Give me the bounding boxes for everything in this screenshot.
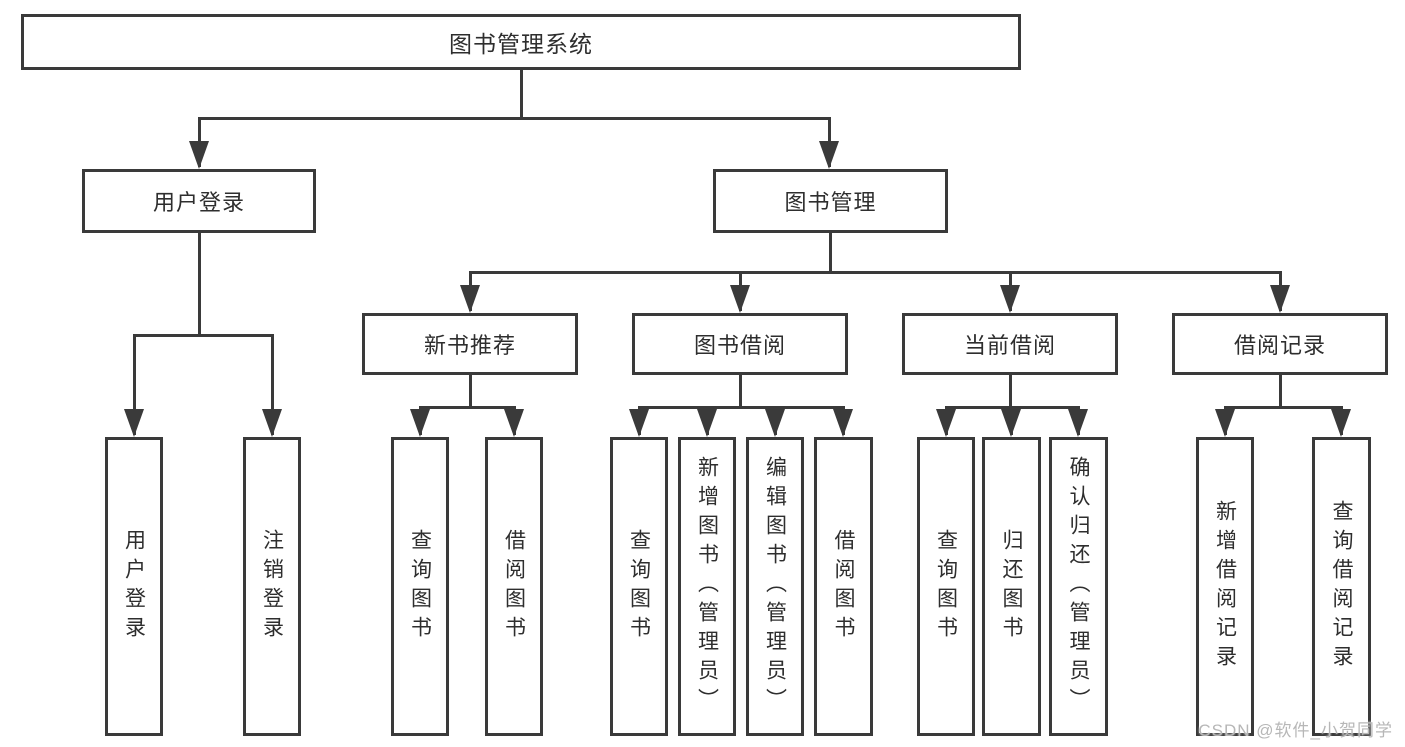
node-leaf-confirm-return-admin: 确认归还（管理员） xyxy=(1049,437,1108,736)
connector-stem-current-borrowing xyxy=(1008,375,1012,407)
connector-branch-root xyxy=(197,116,831,120)
arrow-down-icon xyxy=(629,409,649,437)
connector-drop-user-login xyxy=(132,335,136,435)
connector-branch-book-borrowing xyxy=(637,405,845,409)
arrow-down-icon xyxy=(833,409,853,437)
node-label-leaf-confirm-return-admin: 确认归还（管理员） xyxy=(1067,456,1090,717)
node-label-current-borrowing: 当前借阅 xyxy=(963,333,1056,358)
node-user-login: 用户登录 xyxy=(82,169,316,233)
connector-drop-user-login xyxy=(270,335,274,435)
node-label-leaf-logout: 注销登录 xyxy=(260,528,284,645)
arrow-down-icon xyxy=(504,409,524,437)
node-label-leaf-query-books-borrowing: 查询图书 xyxy=(627,528,651,645)
arrow-down-icon xyxy=(1068,409,1088,437)
node-label-book-management: 图书管理 xyxy=(784,190,877,215)
node-leaf-edit-books-admin: 编辑图书（管理员） xyxy=(746,437,804,736)
arrow-down-icon xyxy=(460,285,480,313)
node-label-book-borrowing: 图书借阅 xyxy=(693,333,786,358)
node-label-leaf-query-borrow-record: 查询借阅记录 xyxy=(1330,499,1353,674)
csdn-watermark: CSDN @软件_小贺同学 xyxy=(1198,721,1393,740)
connector-stem-book-management xyxy=(828,233,832,272)
connector-branch-new-book-recommend xyxy=(418,405,516,409)
node-label-leaf-query-books-current: 查询图书 xyxy=(934,528,958,645)
node-leaf-user-login: 用户登录 xyxy=(105,437,163,736)
node-root: 图书管理系统 xyxy=(21,14,1021,70)
connector-branch-user-login xyxy=(132,333,274,337)
node-leaf-query-books-borrowing: 查询图书 xyxy=(610,437,668,736)
node-leaf-add-books-admin: 新增图书（管理员） xyxy=(678,437,736,736)
node-label-leaf-return-books: 归还图书 xyxy=(1000,528,1023,645)
node-current-borrowing: 当前借阅 xyxy=(902,313,1118,375)
node-label-new-book-recommend: 新书推荐 xyxy=(423,333,516,358)
connector-stem-user-login xyxy=(197,233,201,335)
node-leaf-return-books: 归还图书 xyxy=(982,437,1041,736)
node-label-borrowing-records: 借阅记录 xyxy=(1233,333,1326,358)
arrow-down-icon xyxy=(410,409,430,437)
node-book-borrowing: 图书借阅 xyxy=(632,313,848,375)
node-label-leaf-add-books-admin: 新增图书（管理员） xyxy=(695,456,719,717)
node-label-leaf-borrow-books-borrowing: 借阅图书 xyxy=(832,528,855,645)
arrow-down-icon xyxy=(936,409,956,437)
node-leaf-query-borrow-record: 查询借阅记录 xyxy=(1312,437,1371,736)
node-label-leaf-add-borrow-record: 新增借阅记录 xyxy=(1213,499,1237,674)
arrow-down-icon xyxy=(1001,409,1021,437)
arrow-down-icon xyxy=(124,409,144,437)
arrow-down-icon xyxy=(1270,285,1290,313)
connector-stem-new-book-recommend xyxy=(468,375,472,407)
node-label-leaf-borrow-books-recommend: 借阅图书 xyxy=(502,528,526,645)
node-leaf-borrow-books-borrowing: 借阅图书 xyxy=(814,437,873,736)
node-label-leaf-edit-books-admin: 编辑图书（管理员） xyxy=(763,456,787,717)
node-label-root: 图书管理系统 xyxy=(449,31,593,57)
arrow-down-icon xyxy=(819,141,839,169)
node-new-book-recommend: 新书推荐 xyxy=(362,313,578,375)
node-borrowing-records: 借阅记录 xyxy=(1172,313,1388,375)
connector-branch-borrowing-records xyxy=(1223,405,1343,409)
arrow-down-icon xyxy=(1331,409,1351,437)
arrow-down-icon xyxy=(697,409,717,437)
connector-branch-book-management xyxy=(468,270,1282,274)
arrow-down-icon xyxy=(189,141,209,169)
arrow-down-icon xyxy=(730,285,750,313)
connector-stem-borrowing-records xyxy=(1278,375,1282,407)
arrow-down-icon xyxy=(1000,285,1020,313)
arrow-down-icon xyxy=(765,409,785,437)
connector-stem-book-borrowing xyxy=(738,375,742,407)
node-book-management: 图书管理 xyxy=(713,169,948,233)
arrow-down-icon xyxy=(1215,409,1235,437)
node-label-leaf-query-books-recommend: 查询图书 xyxy=(408,528,432,645)
node-leaf-query-books-current: 查询图书 xyxy=(917,437,975,736)
connector-stem-root xyxy=(519,70,523,118)
node-leaf-logout: 注销登录 xyxy=(243,437,301,736)
arrow-down-icon xyxy=(262,409,282,437)
node-leaf-query-books-recommend: 查询图书 xyxy=(391,437,449,736)
node-label-user-login: 用户登录 xyxy=(152,190,245,215)
node-leaf-add-borrow-record: 新增借阅记录 xyxy=(1196,437,1254,736)
node-label-leaf-user-login: 用户登录 xyxy=(122,528,146,645)
node-leaf-borrow-books-recommend: 借阅图书 xyxy=(485,437,543,736)
